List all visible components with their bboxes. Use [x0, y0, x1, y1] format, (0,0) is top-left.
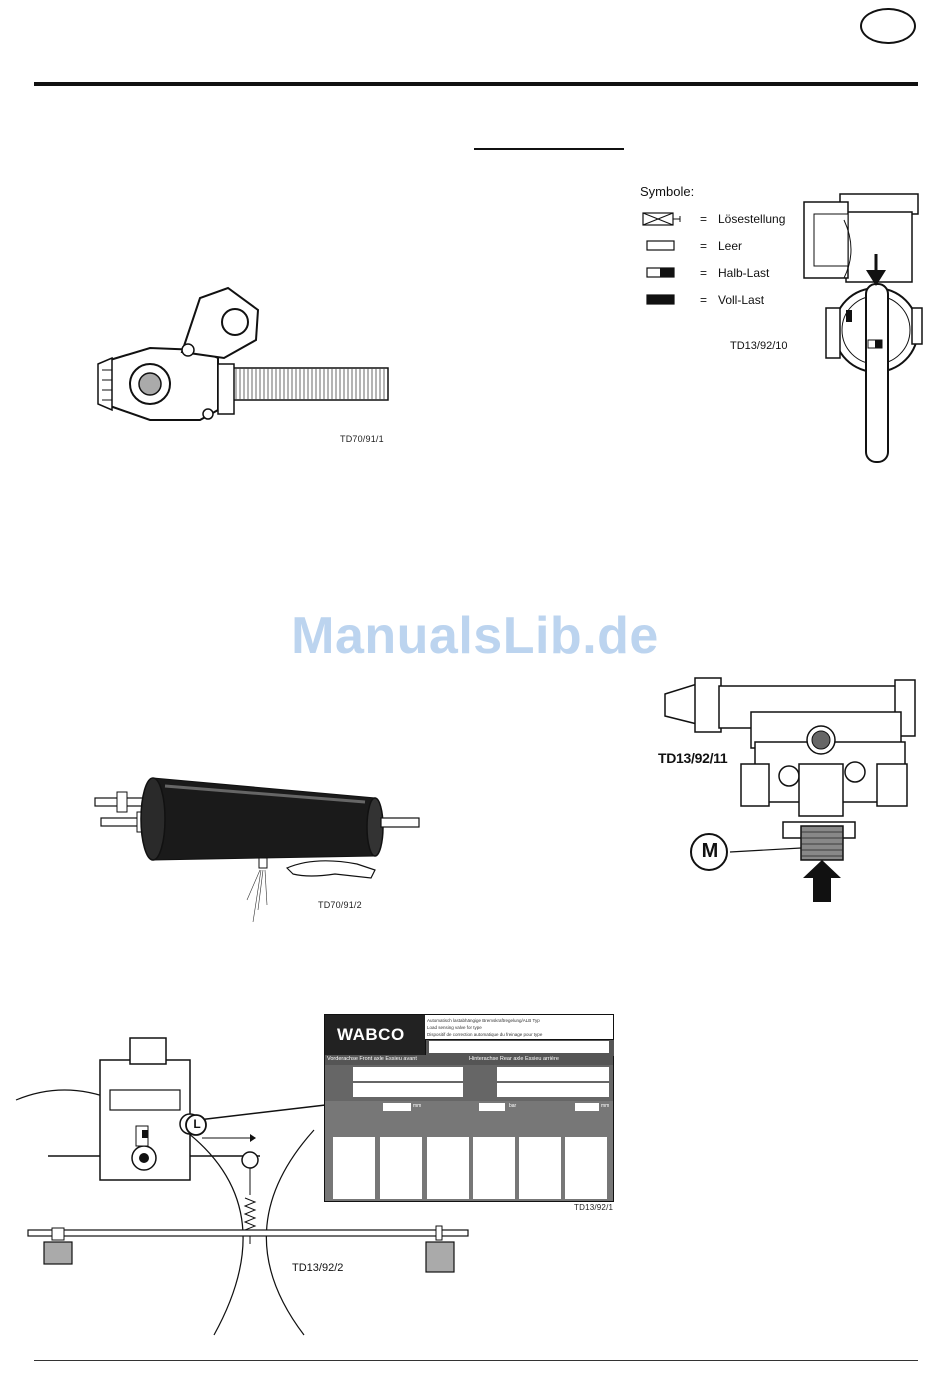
plate-unit-bar: bar — [509, 1103, 517, 1109]
symbol-label-release: Lösestellung — [718, 212, 786, 226]
plate-unit-mm: mm — [413, 1103, 422, 1109]
plate-header-line: Dispositif de correction automatique du … — [427, 1032, 543, 1037]
lever-length-marker: L — [193, 1117, 201, 1131]
caption-installation: TD13/92/2 — [292, 1262, 344, 1274]
plate-header-line: Load sensing valve for type — [427, 1025, 482, 1030]
wabco-brand: WABCO — [325, 1015, 425, 1055]
test-port-marker: M — [701, 840, 719, 862]
symbol-eq-3: = — [700, 266, 708, 280]
empty-load-icon — [646, 240, 675, 251]
footer-rule — [34, 1360, 918, 1361]
installation-figure — [15, 1037, 469, 1336]
caption-valve-test-port: TD13/92/11 — [658, 750, 728, 766]
coupling-head-figure — [97, 286, 389, 421]
symbol-eq-2: = — [700, 239, 708, 253]
plate-front-axle: Vorderachse Front axle Essieu avant — [327, 1056, 417, 1062]
load-valve-figure — [803, 193, 923, 463]
plate-unit-mm-2: mm — [601, 1103, 610, 1109]
valve-test-port-figure — [664, 677, 916, 902]
symbol-label-empty: Leer — [718, 239, 743, 253]
caption-coupling-head: TD70/91/1 — [340, 434, 384, 444]
header-rule — [34, 82, 918, 86]
caption-valve-symbols: TD13/92/10 — [730, 340, 788, 352]
reservoir-figure — [94, 777, 420, 923]
symbol-label-full: Voll-Last — [718, 293, 765, 307]
plate-header-line: Automatisch lastabhängige Bremskraftrege… — [427, 1018, 540, 1023]
release-position-icon — [642, 212, 681, 226]
symbol-label-half: Halb-Last — [718, 266, 770, 280]
caption-reservoir: TD70/91/2 — [318, 900, 362, 910]
symbols-title: Symbole: — [640, 184, 695, 199]
caption-plate: TD13/92/1 — [574, 1203, 614, 1212]
half-load-icon — [646, 267, 675, 278]
language-badge — [860, 8, 916, 44]
full-load-icon — [646, 294, 675, 305]
wabco-plate: WABCO Automatisch lastabhängige Bremskra… — [324, 1014, 614, 1202]
plate-rear-axle: Hinterachse Rear axle Essieu arrière — [469, 1056, 559, 1062]
section-underline — [474, 148, 624, 150]
symbol-eq-1: = — [700, 212, 708, 226]
symbol-eq-4: = — [700, 293, 708, 307]
plate-header: Automatisch lastabhängige Bremskraftrege… — [427, 1017, 607, 1038]
watermark: ManualsLib.de — [291, 607, 659, 665]
